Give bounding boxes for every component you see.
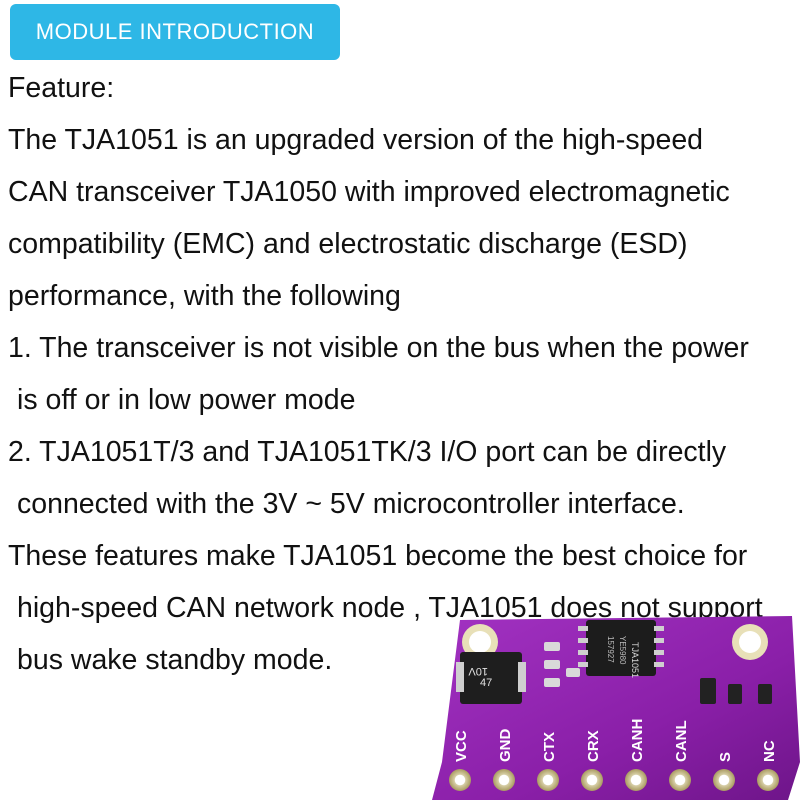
text-line: bus wake standby mode. [17, 644, 333, 676]
text-line: 1. The transceiver is not visible on the… [8, 332, 749, 364]
regulator-label-2: 47 [480, 677, 492, 689]
pin-pad [625, 769, 647, 791]
capacitor [728, 684, 742, 704]
capacitor [758, 684, 772, 704]
pin-label-canl: CANL [673, 720, 690, 762]
module-board-photo: TJA1051 YE5980 157927 10V 47 VCC GND CTX… [432, 612, 800, 800]
tja1051-chip: TJA1051 YE5980 157927 [578, 620, 664, 678]
pin-pad [713, 769, 735, 791]
pin-label-s: S [717, 752, 734, 762]
pin-label-vcc: VCC [453, 730, 470, 762]
resistor [566, 668, 580, 677]
badge-label: MODULE INTRODUCTION [35, 19, 315, 44]
pin-label-crx: CRX [585, 730, 602, 762]
resistor [544, 660, 560, 669]
pin-label-gnd: GND [497, 729, 514, 763]
pin-labels: VCC GND CTX CRX CANH CANL S NC [453, 719, 778, 762]
text-line: compatibility (EMC) and electrostatic di… [8, 228, 688, 260]
pin-label-ctx: CTX [541, 732, 558, 762]
voltage-regulator: 10V 47 [456, 652, 526, 704]
pin-pad [493, 769, 515, 791]
text-line: connected with the 3V ~ 5V microcontroll… [17, 488, 685, 520]
resistor [544, 678, 560, 687]
text-line: performance, with the following [8, 280, 401, 312]
text-line: is off or in low power mode [17, 384, 356, 416]
pin-pad [757, 769, 779, 791]
text-line: CAN transceiver TJA1050 with improved el… [8, 176, 730, 208]
chip-code: YE5980 [618, 636, 627, 665]
feature-description: Feature: The TJA1051 is an upgraded vers… [8, 62, 800, 686]
chip-label: TJA1051 [630, 642, 640, 678]
pin-pad [537, 769, 559, 791]
pin-pads [449, 769, 779, 791]
capacitor [700, 678, 716, 704]
pin-pad [669, 769, 691, 791]
text-line: high-speed CAN network node , TJA1051 do… [17, 592, 763, 624]
module-introduction-badge: MODULE INTRODUCTION [10, 4, 340, 60]
pin-pad [449, 769, 471, 791]
pin-label-nc: NC [761, 740, 778, 762]
regulator-label: 10V [468, 665, 488, 677]
text-line: 2. TJA1051T/3 and TJA1051TK/3 I/O port c… [8, 436, 727, 468]
text-line: These features make TJA1051 become the b… [8, 540, 748, 572]
resistor [544, 642, 560, 651]
pin-pad [581, 769, 603, 791]
text-line: Feature: [8, 72, 115, 104]
pin-label-canh: CANH [629, 719, 646, 762]
board-svg: TJA1051 YE5980 157927 10V 47 VCC GND CTX… [432, 616, 800, 800]
chip-code-2: 157927 [606, 636, 615, 663]
text-line: The TJA1051 is an upgraded version of th… [8, 124, 704, 156]
